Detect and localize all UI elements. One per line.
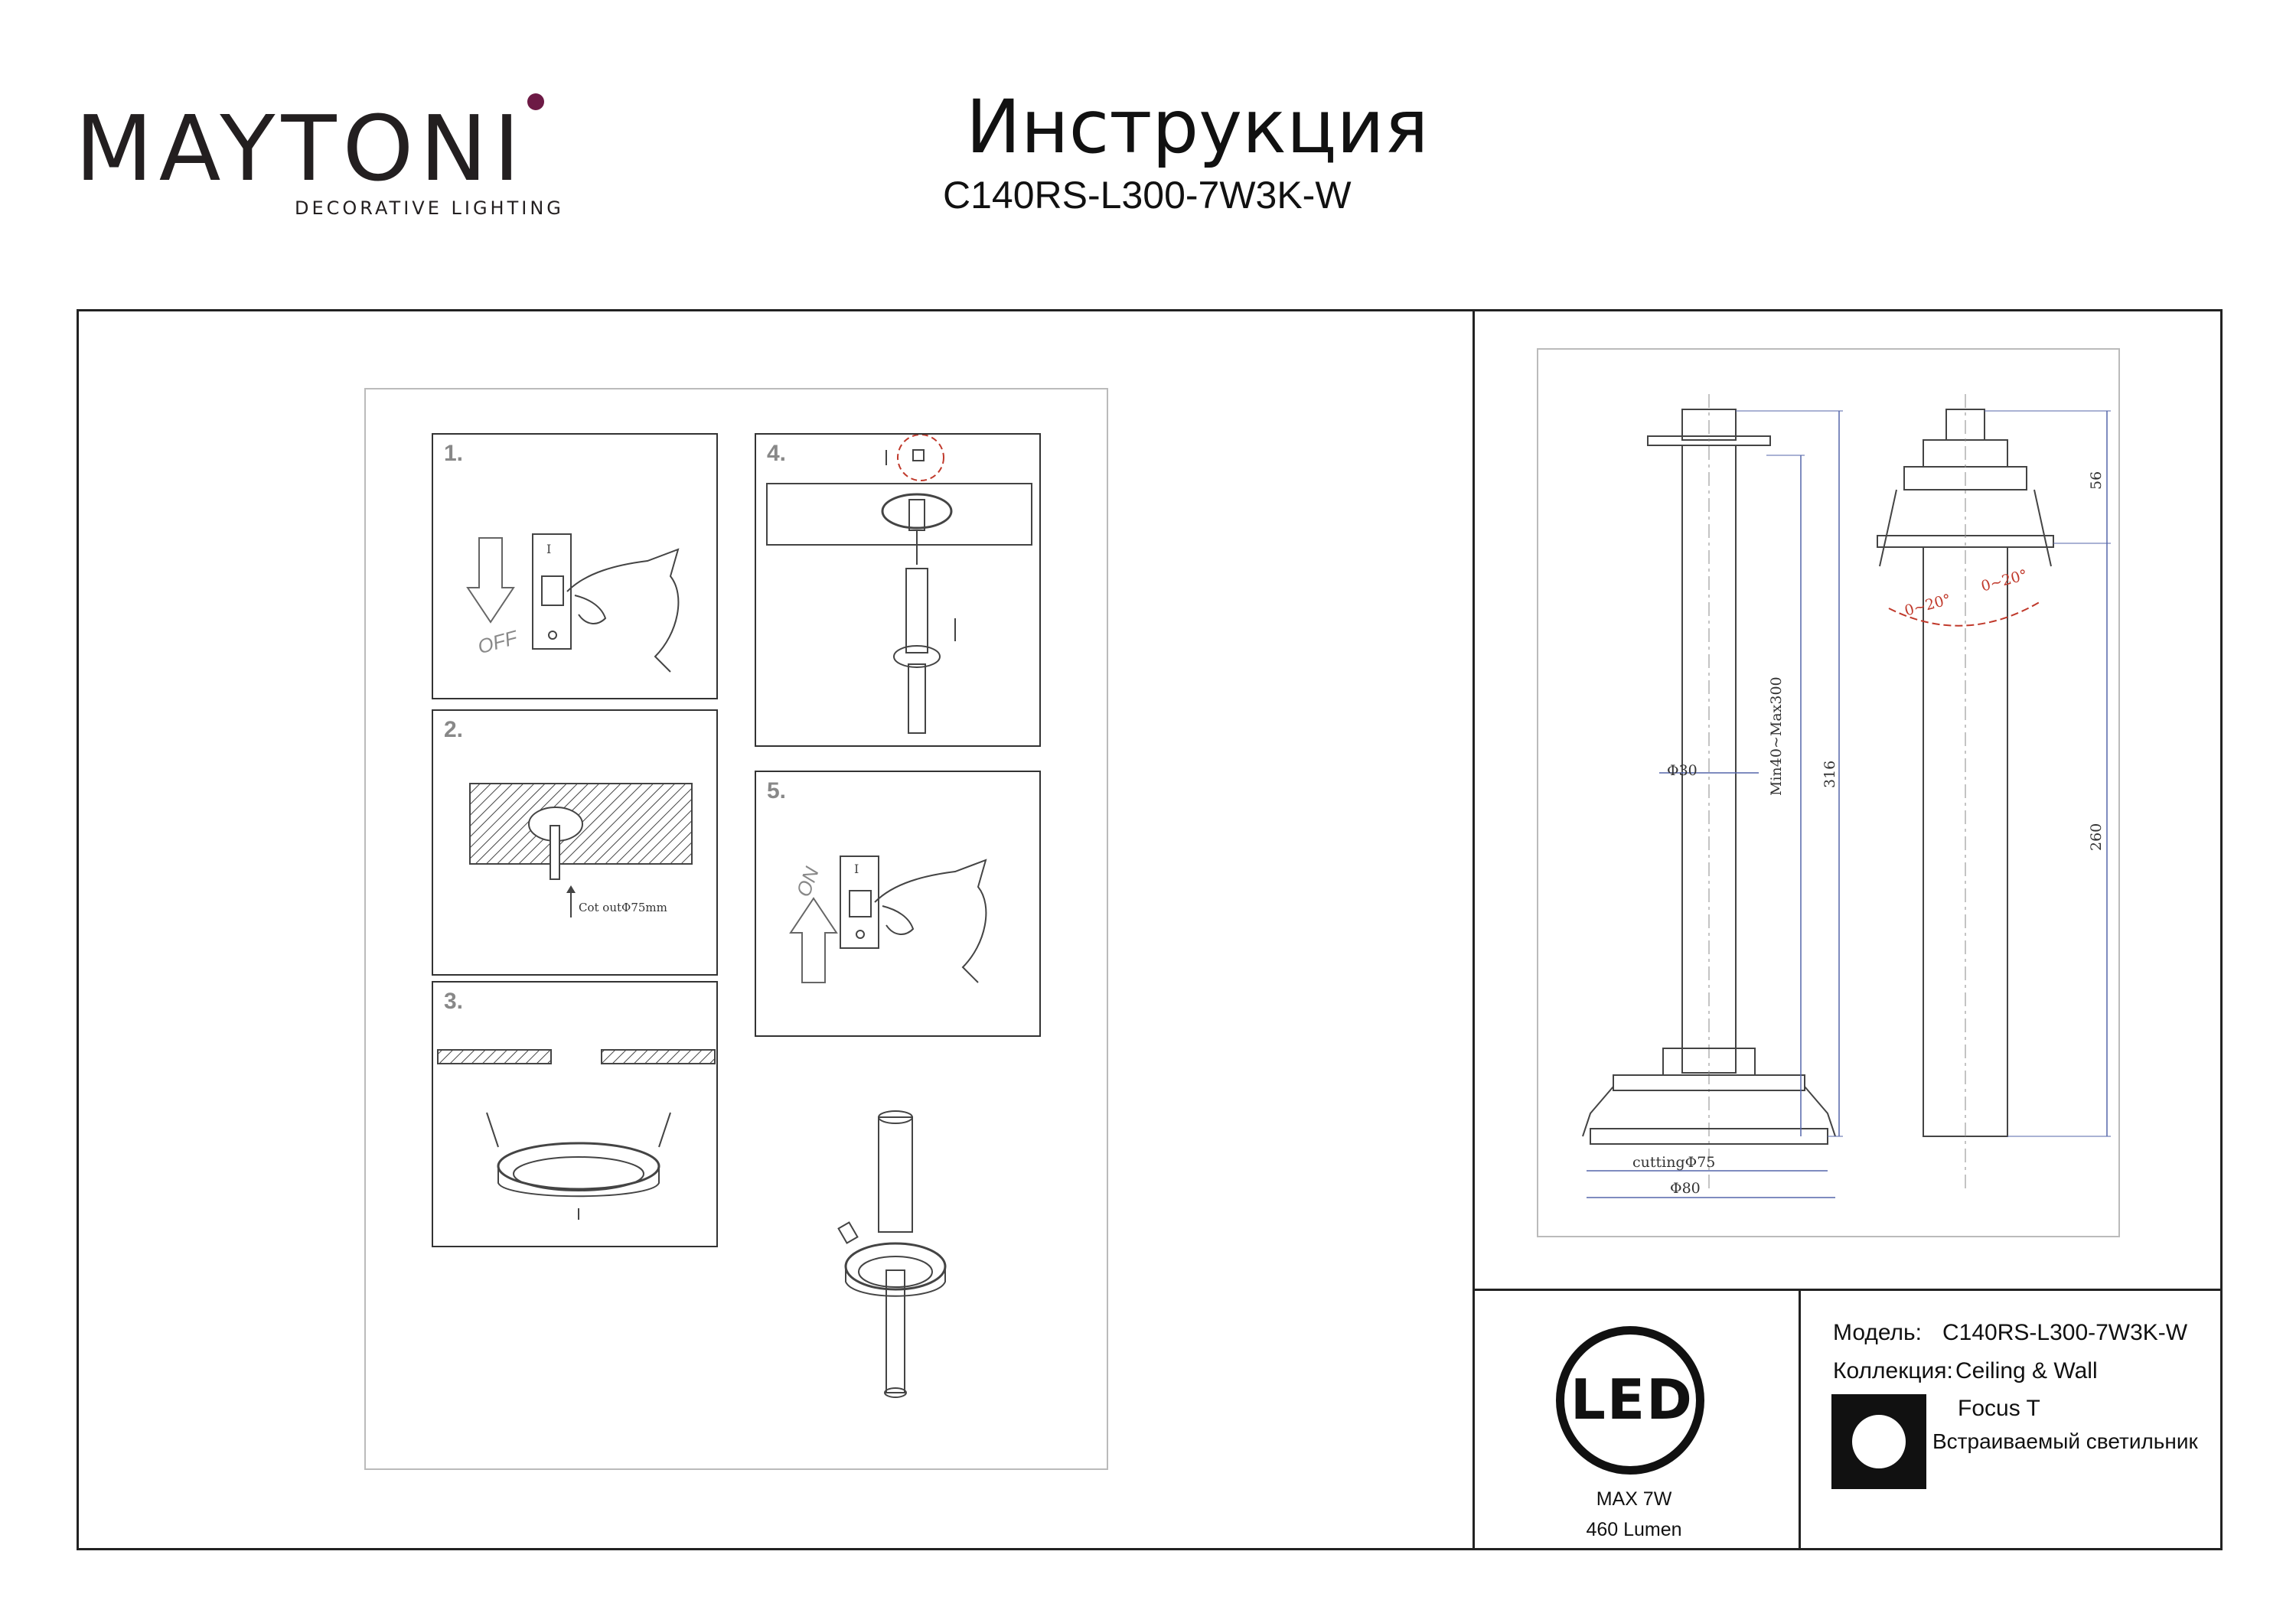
dim-total-length: 316 [1821,760,1838,788]
connection-illustration [766,435,1032,734]
brand-name: MAYTONI [75,96,527,201]
step-3-panel: 3. [432,981,718,1247]
dim-range: Min40~Max300 [1768,676,1785,796]
brand-tagline: DECORATIVE LIGHTING [295,197,564,219]
spec-divider [1799,1289,1801,1550]
recessed-dot-icon [1852,1415,1906,1468]
technical-drawing [1582,394,2111,1198]
model-value: C140RS-L300-7W3K-W [1942,1320,2188,1345]
logo-accent-dot [527,93,544,110]
svg-text:I: I [854,862,859,876]
collection-label: Коллекция: [1833,1358,1953,1383]
dim-cutting: cuttingΦ75 [1632,1154,1716,1171]
step-5-panel: 5. I ON [755,771,1041,1037]
technical-drawing-box [1537,348,2120,1237]
step-5-number: 5. [767,778,787,803]
ring-install-illustration [437,1049,716,1220]
step-4-panel: 4. [755,433,1041,747]
step-3-number: 3. [444,989,464,1014]
led-label: LED [1570,1367,1694,1432]
ceiling-cutout-illustration [469,783,693,917]
frame-divider-vertical [1473,309,1475,1550]
page-title: Инструкция [966,84,1429,170]
model-label: Модель: [1833,1320,1923,1345]
switch-off-illustration: I [466,533,680,673]
svg-text:I: I [546,542,551,556]
power-text: MAX 7W [1596,1488,1672,1510]
brand-logo: MAYTONI [75,103,526,194]
dim-outer-diameter: Φ80 [1670,1180,1701,1197]
lumen-text: 460 Lumen [1586,1519,1682,1540]
main-frame [77,309,2223,1550]
header-model-code: C140RS-L300-7W3K-W [943,174,1352,217]
dim-lower-length: 260 [2088,823,2105,851]
assembled-fixture-illustration [837,1110,947,1398]
led-badge [1556,1326,1704,1475]
dim-top-height: 56 [2088,471,2105,490]
collection-value: Ceiling & Wall [1955,1358,2098,1383]
product-type: Встраиваемый светильник [1932,1429,2198,1453]
step-4-number: 4. [767,441,787,466]
dim-diameter-body: Φ30 [1667,762,1698,779]
cutout-note: Cot outΦ75mm [579,901,667,914]
step-1-number: 1. [444,441,464,466]
switch-on-illustration: I [789,855,987,983]
frame-divider-horizontal [1473,1289,2223,1291]
series-name: Focus T [1958,1396,2040,1421]
step-2-panel: 2. Cot outΦ75mm [432,709,718,976]
step-2-number: 2. [444,717,464,742]
step-1-panel: 1. I OFF [432,433,718,699]
